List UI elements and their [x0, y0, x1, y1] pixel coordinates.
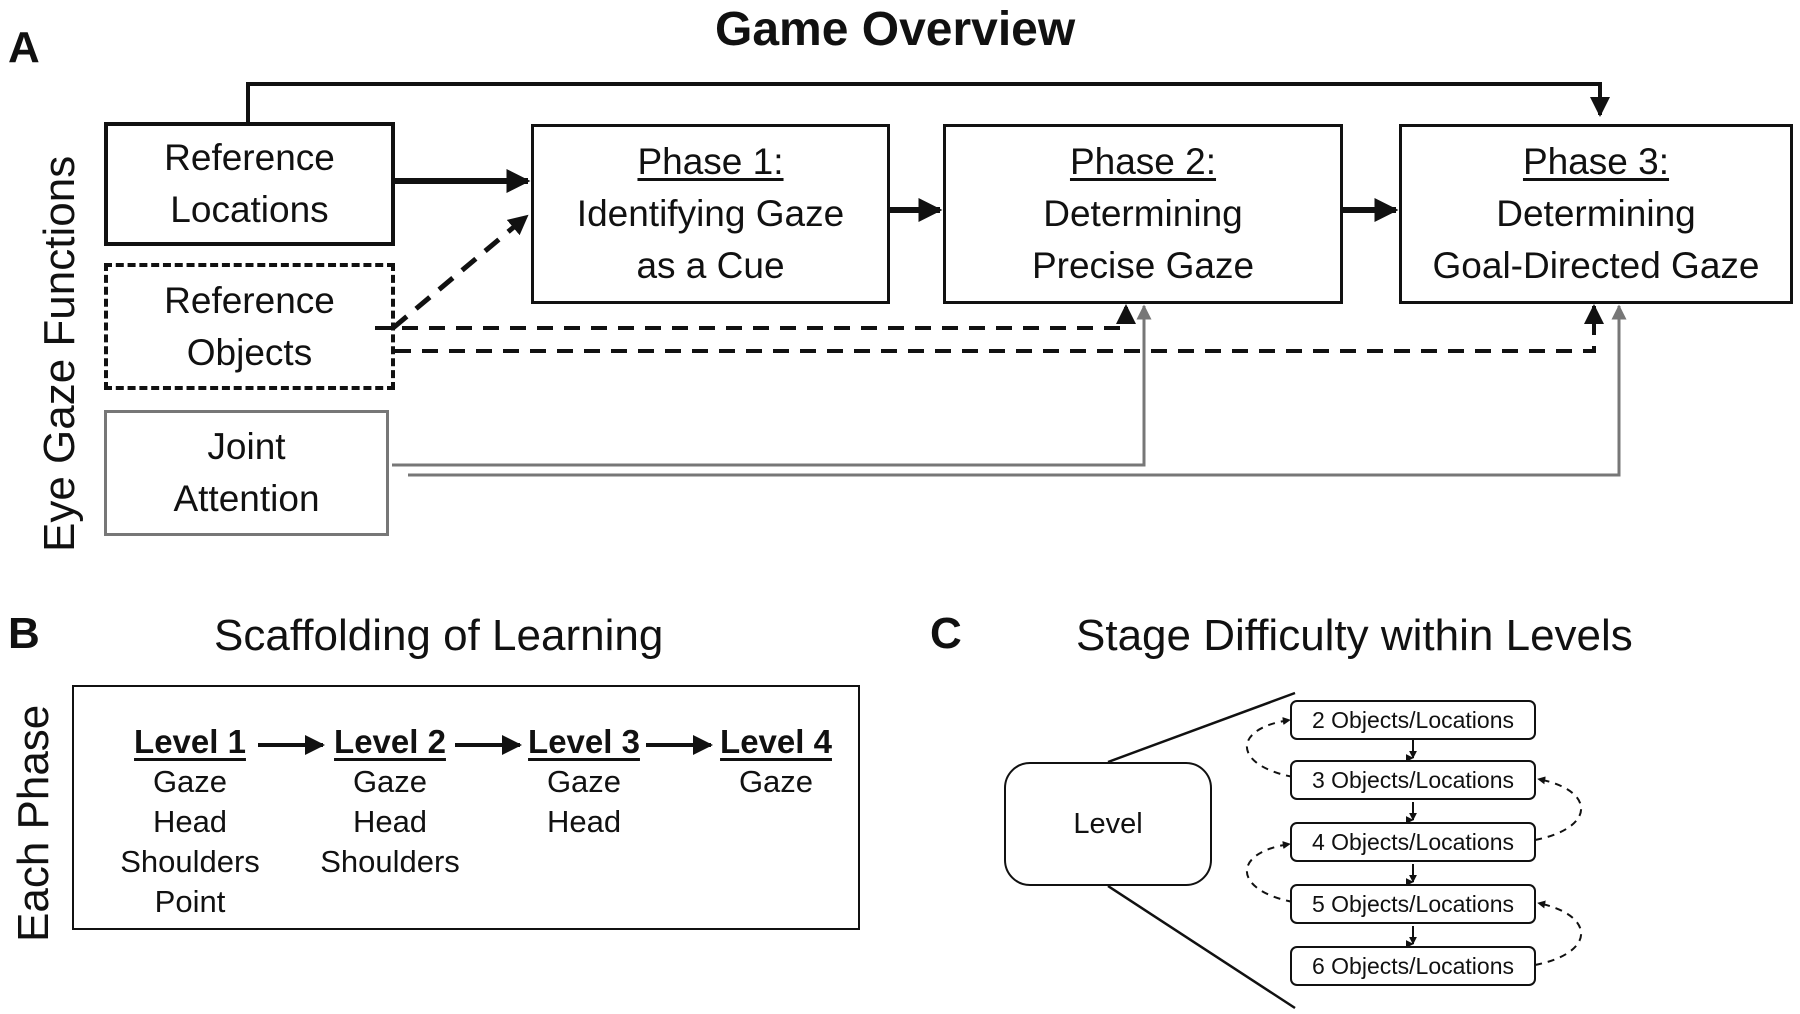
- level-column-2: Level 2 Gaze Head Shoulders: [320, 722, 460, 882]
- loop-back-4-to-3: [1534, 776, 1582, 841]
- level-title: Level 3: [528, 723, 640, 760]
- gray-arrow-joint-to-phase2: [392, 304, 1152, 467]
- panel-a-title: Game Overview: [715, 3, 1076, 56]
- dashed-arrow-objects-to-phase1: [391, 214, 529, 330]
- zoom-line-bottom: [1107, 884, 1296, 1010]
- phase-title: Phase 1:: [637, 141, 784, 182]
- level-item: Gaze: [546, 764, 622, 799]
- function-label-line: Attention: [173, 478, 320, 519]
- stage-box-4: 4 Objects/Locations: [1290, 822, 1536, 862]
- panel-b-title: Scaffolding of Learning: [214, 611, 664, 660]
- level-title: Level 2: [334, 723, 446, 760]
- phase-box-2: Phase 2: Determining Precise Gaze: [943, 124, 1343, 304]
- phase-line: Precise Gaze: [1031, 245, 1255, 286]
- level-box: Level: [1004, 762, 1212, 886]
- panel-a-side-label: Eye Gaze Functions: [35, 155, 84, 552]
- phase-line: Determining: [1043, 193, 1243, 234]
- function-label-line: Locations: [170, 189, 329, 230]
- phase-title: Phase 2:: [1069, 141, 1217, 182]
- level-box-label: Level: [1073, 807, 1143, 840]
- level-column-1: Level 1 Gaze Head Shoulders Point: [120, 722, 260, 922]
- level-item: Gaze: [152, 764, 228, 799]
- loop-back-6-to-5: [1534, 900, 1582, 966]
- function-label-line: Reference: [164, 279, 335, 321]
- level-item: Head: [546, 804, 622, 839]
- panel-b-letter: B: [8, 609, 40, 658]
- dashed-arrow-objects-to-phase2: [375, 304, 1136, 330]
- level-item: Point: [154, 884, 226, 919]
- phase-line: Determining: [1496, 193, 1696, 234]
- phase-line: Identifying Gaze: [576, 193, 845, 234]
- dashed-arrow-objects-to-phase3: [395, 304, 1604, 353]
- level-item: Gaze: [738, 764, 814, 799]
- panel-b-side-label: Each Phase: [9, 704, 58, 942]
- zoom-line-top: [1107, 691, 1296, 764]
- phase-box-3: Phase 3: Determining Goal-Directed Gaze: [1399, 124, 1793, 304]
- phase-box-1: Phase 1: Identifying Gaze as a Cue: [531, 124, 890, 304]
- level-column-3: Level 3 Gaze Head: [528, 722, 640, 842]
- level-title: Level 4: [720, 723, 832, 760]
- function-box-reference-locations: Reference Locations: [104, 122, 395, 246]
- function-box-reference-objects: Reference Objects: [104, 263, 395, 390]
- loop-back-3-to-2: [1246, 717, 1294, 778]
- phase-line: as a Cue: [636, 245, 785, 286]
- function-label-line: Reference: [164, 137, 335, 178]
- function-label-line: Objects: [186, 331, 313, 373]
- panel-a-letter: A: [8, 23, 40, 72]
- panel-c-letter: C: [930, 609, 962, 658]
- stage-box-2: 2 Objects/Locations: [1290, 700, 1536, 740]
- phase-title: Phase 3:: [1522, 141, 1670, 182]
- level-title: Level 1: [134, 723, 246, 760]
- level-item: Head: [352, 804, 428, 839]
- stage-box-5: 5 Objects/Locations: [1290, 884, 1536, 924]
- panel-c-title: Stage Difficulty within Levels: [1076, 611, 1633, 660]
- function-box-joint-attention: Joint Attention: [104, 410, 389, 536]
- level-item: Shoulders: [120, 844, 260, 879]
- level-item: Shoulders: [320, 844, 460, 879]
- level-item: Gaze: [352, 764, 428, 799]
- levels-box: [72, 685, 860, 930]
- function-label-line: Joint: [207, 426, 286, 467]
- gray-arrow-joint-to-phase3: [408, 304, 1627, 477]
- arrow-locations-to-phase3: [246, 82, 1610, 122]
- level-item: Head: [152, 804, 228, 839]
- loop-back-5-to-4: [1246, 841, 1294, 903]
- phase-line: Goal-Directed Gaze: [1432, 245, 1760, 286]
- level-column-4: Level 4 Gaze: [720, 722, 832, 802]
- stage-box-3: 3 Objects/Locations: [1290, 760, 1536, 800]
- stage-box-6: 6 Objects/Locations: [1290, 946, 1536, 986]
